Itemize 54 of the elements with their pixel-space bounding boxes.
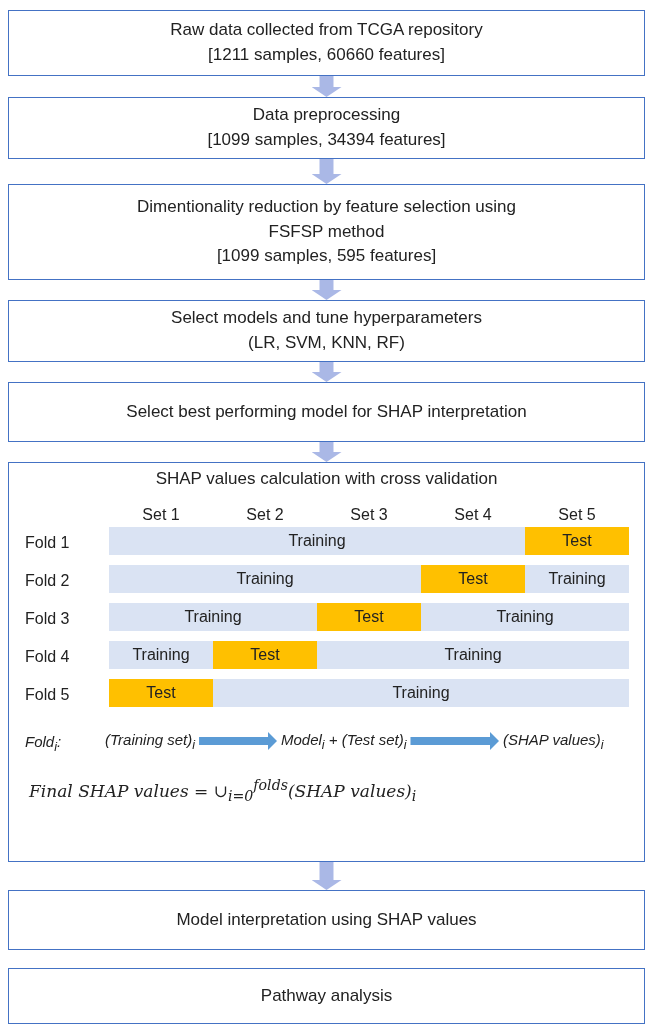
process-box xyxy=(8,382,645,442)
training-bar: Training xyxy=(213,679,629,707)
test-bar: Test xyxy=(421,565,525,593)
test-bar: Test xyxy=(109,679,213,707)
process-box xyxy=(8,10,645,76)
step-title: Select best performing model for SHAP interpretation xyxy=(126,400,527,423)
step-detail: (LR, SVM, KNN, RF) xyxy=(248,332,405,354)
training-bar: Training xyxy=(525,565,629,593)
step-title: Raw data collected from TCGA repository xyxy=(170,19,483,42)
process-box xyxy=(8,97,645,159)
training-bar: Training xyxy=(109,603,317,631)
formula: Final SHAP values = ∪$_{i=0}$$^{folds}$(SHAP values)$_{i}$ xyxy=(29,776,417,807)
step-detail: [1099 samples, 595 features] xyxy=(216,245,437,268)
training-bar: Training xyxy=(317,641,629,669)
process-box xyxy=(8,462,645,862)
training-bar: Training xyxy=(421,603,629,631)
step-title: Pathway analysis xyxy=(260,984,393,1007)
process-box xyxy=(8,890,645,950)
block-arrow xyxy=(311,159,342,184)
test-bar: Test xyxy=(317,603,421,631)
row-header: Fold 4 xyxy=(25,647,70,667)
formula-term: Model$_{i}$ + (Test set)$_{i}$ xyxy=(281,729,407,753)
row-header: Fold 1 xyxy=(25,533,70,553)
step-title: Select models and tune hyperparameters xyxy=(171,307,482,330)
training-bar: Training xyxy=(109,565,421,593)
training-bar: Training xyxy=(109,527,525,555)
column-header: Set 2 xyxy=(245,505,285,525)
block-arrow xyxy=(311,362,342,382)
step-title: Dimentionality reduction by feature selection using FSFSP method xyxy=(136,196,517,243)
step-title: Data preprocessing xyxy=(252,104,401,127)
step-title: Model interpretation using SHAP values xyxy=(176,908,477,931)
block-arrow xyxy=(311,280,342,300)
step-detail: [1099 samples, 34394 features] xyxy=(207,129,446,151)
step-detail: [1211 samples, 60660 features] xyxy=(208,44,445,66)
test-bar: Test xyxy=(213,641,317,669)
column-header: Set 3 xyxy=(349,505,389,525)
block-arrow xyxy=(311,76,342,97)
block-arrow xyxy=(311,862,342,890)
row-label: Fold$_{i}$: xyxy=(25,732,62,756)
test-bar: Test xyxy=(525,527,629,555)
column-header: Set 4 xyxy=(453,505,493,525)
column-header: Set 5 xyxy=(557,505,597,525)
process-box xyxy=(8,300,645,362)
process-box xyxy=(8,968,645,1024)
formula-term: (Training set)$_{i}$ xyxy=(105,729,196,753)
column-header: Set 1 xyxy=(141,505,181,525)
training-bar: Training xyxy=(109,641,213,669)
process-box xyxy=(8,184,645,280)
formula-term: (SHAP values)$_{i}$ xyxy=(503,729,604,753)
row-header: Fold 2 xyxy=(25,571,70,591)
step-title: SHAP values calculation with cross validation xyxy=(155,468,498,490)
block-arrow xyxy=(311,442,342,462)
row-header: Fold 5 xyxy=(25,685,70,705)
row-header: Fold 3 xyxy=(25,609,70,629)
